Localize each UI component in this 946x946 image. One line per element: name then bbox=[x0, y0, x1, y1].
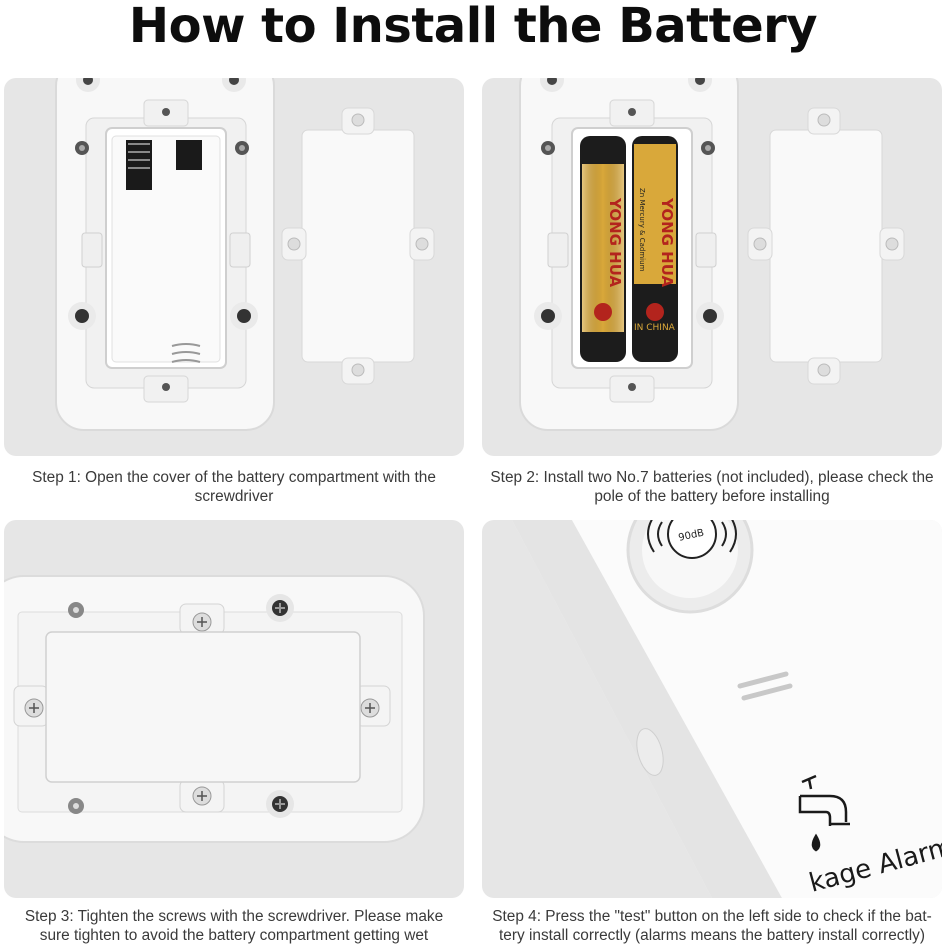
battery-2-label: YONG HUA bbox=[658, 197, 676, 287]
page-title: How to Install the Battery bbox=[128, 0, 818, 54]
step-2-image: YONG HUA YONG HUA Zn Mercury & Cadmium I… bbox=[482, 78, 942, 456]
step-1-image bbox=[4, 78, 464, 456]
battery-small-text: Zn Mercury & Cadmium bbox=[638, 188, 646, 272]
step-1-caption: Step 1: Open the cover of the battery co… bbox=[4, 468, 464, 506]
step-4-image: 90dB kage Alarm bbox=[482, 520, 942, 898]
speaker-label: 90dB bbox=[677, 528, 705, 544]
step-4-caption: Step 4: Press the "test" button on the l… bbox=[482, 907, 942, 945]
battery-origin: IN CHINA bbox=[634, 323, 676, 333]
caption-line: sure tighten to avoid the battery compar… bbox=[39, 927, 429, 944]
caption-line: tery install correctly (alarms means the… bbox=[499, 927, 925, 944]
caption-line: Step 4: Press the "test" button on the l… bbox=[492, 908, 932, 925]
step-3-caption: Step 3: Tighten the screws with the scre… bbox=[4, 907, 464, 945]
caption-line: screwdriver bbox=[194, 488, 274, 505]
caption-line: pole of the battery before installing bbox=[594, 488, 830, 505]
caption-line: Step 1: Open the cover of the battery co… bbox=[32, 469, 436, 486]
faucet-icon bbox=[798, 774, 850, 852]
caption-line: Step 3: Tighten the screws with the scre… bbox=[24, 908, 444, 925]
step-2-caption: Step 2: Install two No.7 batteries (not … bbox=[482, 468, 942, 506]
caption-line: Step 2: Install two No.7 batteries (not … bbox=[490, 469, 934, 486]
battery-1-label: YONG HUA bbox=[606, 197, 624, 287]
step-3-image bbox=[4, 520, 464, 898]
